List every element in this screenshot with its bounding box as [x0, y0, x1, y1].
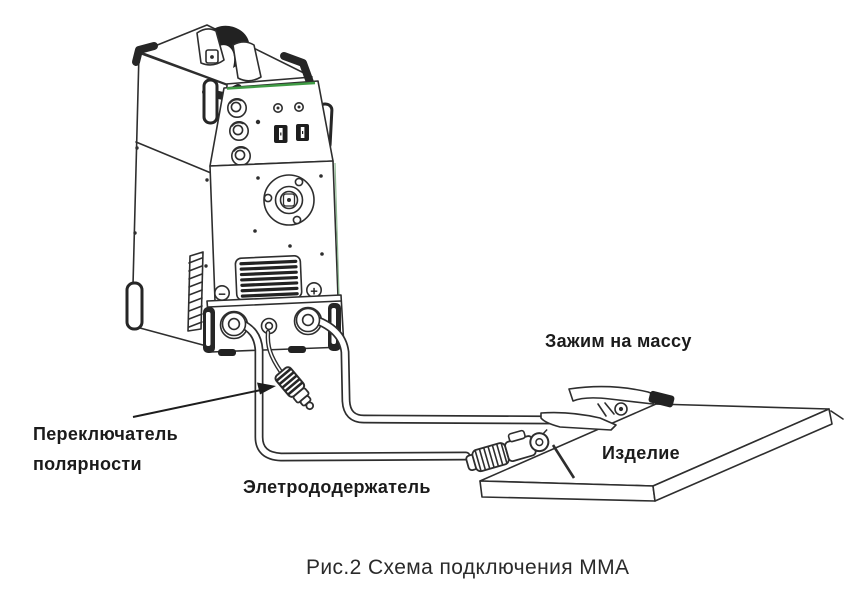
svg-text:−: − — [218, 287, 226, 302]
control-knob-3 — [231, 146, 252, 167]
ground-clamp — [540, 385, 675, 431]
machine-foot — [125, 281, 144, 331]
label-ground-clamp: Зажим на массу — [545, 331, 692, 351]
front-panel-screws — [253, 174, 324, 256]
label-polarity-switch-line1: Переключатель — [33, 424, 178, 444]
electrode-cable-plug — [221, 311, 247, 337]
label-workpiece: Изделие — [602, 443, 680, 463]
ground-cable-plug — [295, 307, 321, 333]
polarity-switch-plug — [265, 329, 315, 411]
label-polarity-switch: Переключатель полярности — [33, 419, 178, 479]
electrode-cable — [233, 317, 471, 462]
control-panel — [209, 80, 334, 167]
side-vent — [187, 251, 204, 332]
green-accent-line — [226, 81, 316, 90]
electrode-holder — [465, 428, 576, 479]
svg-text:+: + — [310, 284, 318, 299]
ground-cable — [305, 313, 565, 425]
polarity-arrow — [132, 382, 276, 418]
negative-terminal: − — [214, 284, 231, 302]
toggle-switch-2 — [296, 124, 309, 141]
label-polarity-switch-line2: полярности — [33, 454, 142, 474]
label-electrode-holder: Элетрододержатель — [243, 477, 431, 497]
euro-torch-connector — [263, 174, 315, 226]
welding-machine: − + — [125, 24, 345, 356]
control-knob-1 — [227, 98, 248, 119]
vent-grille — [234, 255, 303, 301]
figure-caption: Рис.2 Схема подключения ММА — [306, 556, 630, 579]
front-face: − + — [209, 160, 340, 302]
toggle-switch-1 — [274, 125, 288, 143]
control-knob-2 — [229, 121, 250, 142]
side-panel-rivets — [133, 146, 209, 268]
electrode — [551, 444, 576, 479]
carry-handle — [196, 25, 262, 82]
